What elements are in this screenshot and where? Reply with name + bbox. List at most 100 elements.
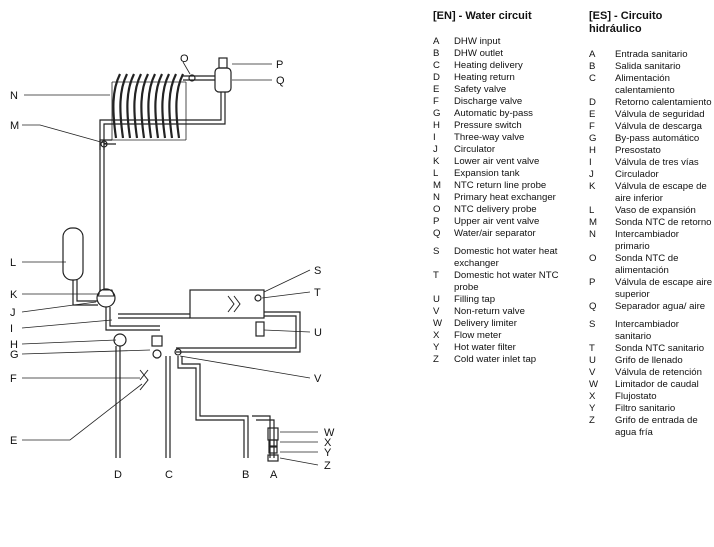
dhw-ntc-probe (254, 294, 262, 302)
legend-text: Válvula de escape de aire inferior (615, 181, 707, 204)
dhw-heat-exchanger (189, 289, 265, 319)
legend-text: NTC delivery probe (454, 204, 537, 215)
legend-key: N (433, 192, 440, 203)
label-x: X (324, 437, 332, 449)
label-p: P (276, 59, 283, 71)
legend-key: V (589, 367, 596, 378)
legend-key: A (433, 36, 440, 47)
legend-text: Hot water filter (454, 342, 516, 353)
legend-key: G (589, 133, 597, 144)
legend-text: Salida sanitario (615, 61, 681, 72)
legend-key: L (433, 168, 439, 179)
legend-key: X (433, 330, 440, 341)
legend-text: Pressure switch (454, 120, 522, 131)
legend-text: Expansion tank (454, 168, 520, 179)
upper-air-vent-valve (218, 57, 228, 69)
legend-text: Primary heat exchanger (454, 192, 556, 203)
legend-text: Sonda NTC de alimentación (615, 253, 679, 276)
legend-key: M (589, 217, 597, 228)
legend-es: [ES] - Circuito hidráulico A Entrada sani… (589, 10, 713, 439)
legend-text: Circulator (454, 144, 496, 155)
legend-text: Intercambiador primario (615, 229, 679, 252)
legend-text: Sonda NTC de retorno (615, 217, 712, 228)
legend-key: H (589, 145, 596, 156)
label-y: Y (324, 447, 332, 459)
label-s: S (314, 265, 321, 277)
legend-key: T (589, 343, 595, 354)
legend-key: T (433, 270, 439, 281)
legend-text: Entrada sanitario (615, 49, 688, 60)
legend-text: Cold water inlet tap (454, 354, 537, 365)
legend-text: Filling tap (454, 294, 496, 305)
label-k: K (10, 289, 18, 301)
legend-text: By-pass automático (615, 133, 700, 144)
legend-key: Q (589, 301, 597, 312)
legend-text: Intercambiador sanitario (615, 319, 679, 342)
legend-text: Heating delivery (454, 60, 523, 71)
legend-key: P (589, 277, 596, 288)
ntc-delivery-probe (188, 74, 196, 82)
legend-row: P Válvula de escape aire superior (589, 277, 713, 301)
legend-key: C (433, 60, 440, 71)
label-i: I (10, 323, 13, 335)
legend-text: Three-way valve (454, 132, 525, 143)
legend-key: W (433, 318, 443, 329)
legend-key: I (589, 157, 592, 168)
legend-key: O (433, 204, 441, 215)
legend-text: Válvula de descarga (615, 121, 702, 132)
label-l: L (10, 257, 16, 269)
hot-water-filter (268, 446, 278, 454)
legend-key: Z (589, 415, 595, 426)
legend-key: O (589, 253, 597, 264)
pressure-switch (151, 335, 163, 347)
water-circuit-diagram: N M L K J I H G F E O P Q S T U V W X Y … (10, 53, 335, 481)
non-return-valve (174, 348, 182, 356)
legend-key: G (433, 108, 441, 119)
legend-text: Lower air vent valve (454, 156, 540, 167)
legend-key: U (589, 355, 596, 366)
label-o: O (180, 53, 189, 65)
legend-key: A (589, 49, 596, 60)
legend-text: DHW input (454, 36, 501, 47)
legend-row: K Lower air vent valve (433, 156, 583, 168)
legend-es-title: [ES] - Circuito hidráulico (589, 10, 663, 35)
legend-key: F (589, 121, 595, 132)
legend-text: Válvula de escape aire superior (615, 277, 713, 300)
legend-text: Discharge valve (454, 96, 523, 107)
legend-row: G By-pass automático (589, 133, 713, 145)
legend-en-title: [EN] - Water circuit (433, 10, 532, 22)
legend-text: Separador agua/ aire (615, 301, 706, 312)
label-v: V (314, 373, 322, 385)
legend-text: Filtro sanitario (615, 403, 676, 414)
legend-row: C Heating delivery (433, 60, 583, 72)
legend-text: Retorno calentamiento (615, 97, 712, 108)
legend-key: D (433, 72, 440, 83)
legend-text: Domestic hot water heat exchanger (454, 246, 558, 269)
label-f: F (10, 373, 17, 385)
legend-key: K (433, 156, 440, 167)
legend-row: O Sonda NTC de alimentación (589, 253, 713, 277)
